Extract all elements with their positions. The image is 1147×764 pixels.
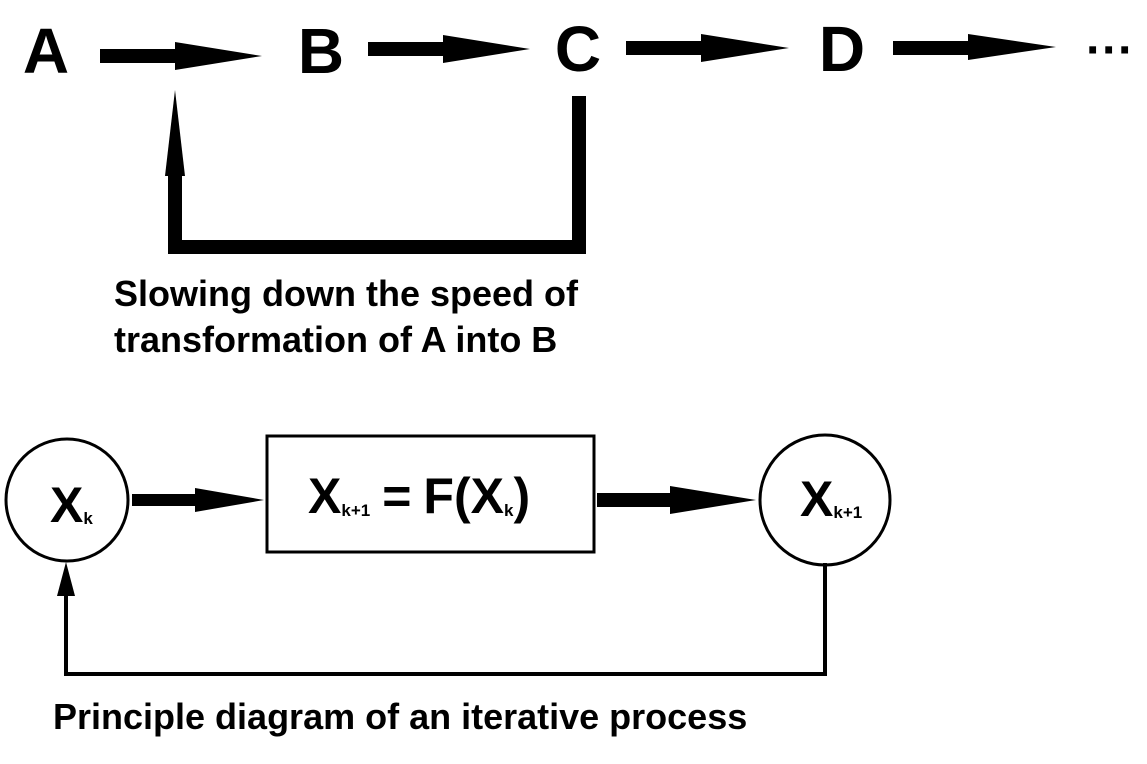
input-node-var: X (50, 477, 83, 533)
function-equation: Xk+1=F(Xk) (308, 468, 530, 524)
arrow-c-to-d (626, 34, 789, 62)
arrow-d-to-ellipsis (893, 34, 1056, 60)
output-node-xk1: Xk+1 (758, 433, 892, 567)
eq-close: ) (513, 468, 530, 524)
arrow-b-to-c (368, 35, 530, 63)
node-c: C (555, 13, 601, 85)
eq-lhs-var: X (308, 468, 341, 524)
ellipsis: ··· (1086, 24, 1134, 77)
function-box: Xk+1=F(Xk) (265, 434, 596, 554)
eq-equals: = (382, 468, 411, 524)
eq-func: F( (423, 468, 471, 524)
eq-arg-sub: k (504, 501, 514, 520)
svg-text:Xk: Xk (50, 477, 93, 533)
arrow-input-to-box (132, 488, 264, 512)
eq-lhs-sub: k+1 (341, 501, 370, 520)
input-node-sub: k (83, 509, 93, 528)
node-d: D (819, 13, 865, 85)
node-a: A (23, 15, 69, 87)
eq-arg-var: X (471, 468, 504, 524)
feedback-loop-c-to-ab (165, 90, 586, 254)
iteration-caption: Principle diagram of an iterative proces… (53, 696, 747, 737)
reaction-chain: A B C D ··· Slowin (23, 13, 1134, 360)
iteration-diagram: Xk Xk+1=F(Xk) Xk+1 (4, 433, 892, 737)
output-node-sub: k+1 (833, 503, 862, 522)
feedback-caption-line1: Slowing down the speed of (114, 273, 579, 314)
feedback-loop-output-to-input (57, 562, 827, 676)
svg-text:Xk+1: Xk+1 (800, 471, 862, 527)
input-node-xk: Xk (4, 437, 130, 563)
arrow-box-to-output (597, 486, 756, 514)
output-node-var: X (800, 471, 833, 527)
node-b: B (298, 15, 344, 87)
feedback-caption-line2: transformation of A into B (114, 319, 557, 360)
arrow-a-to-b (100, 42, 262, 70)
